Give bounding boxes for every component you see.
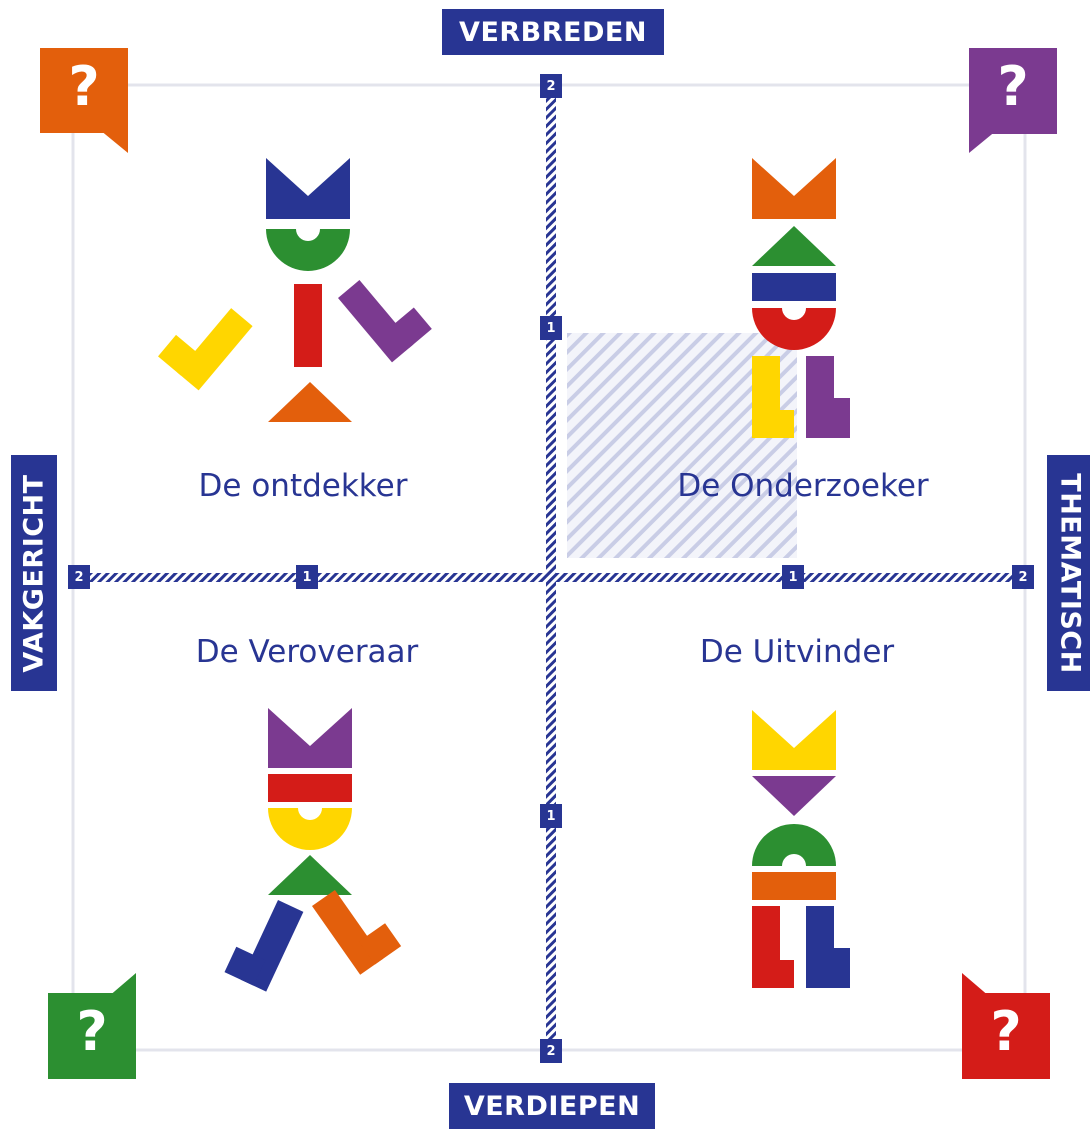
tick-top-outer: 2 [540,74,562,98]
figure-veroveraar [224,708,402,992]
axis-label-top-text: VERBREDEN [459,16,647,48]
axis-label-right-text: THEMATISCH [1054,472,1086,674]
question-icon-bottom-left: ? [76,1000,108,1063]
tick-right-inner: 1 [782,565,804,589]
quadrant-title-onderzoeker: De Onderzoeker [677,468,929,504]
axis-label-right: THEMATISCH [1047,455,1090,691]
tick-bottom-inner: 1 [540,804,562,828]
vertical-axis-line [546,86,556,1052]
question-icon-top-left: ? [68,55,100,118]
question-icon-top-right: ? [997,55,1029,118]
quadrant-title-ontdekker: De ontdekker [198,468,408,504]
axis-label-top: VERBREDEN [442,9,664,55]
horizontal-axis-line [78,573,1026,582]
axis-label-left: VAKGERICHT [11,455,57,691]
speech-bubble-bottom-right [962,973,1050,1079]
figure-ontdekker [158,158,432,422]
tick-top-inner: 1 [540,316,562,340]
quadrant-title-veroveraar: De Veroveraar [195,634,419,670]
question-icon-bottom-right: ? [990,1000,1022,1063]
axis-label-bottom: VERDIEPEN [449,1083,655,1129]
speech-bubble-top-left [40,48,128,153]
figure-onderzoeker [752,158,850,438]
speech-bubble-top-right [969,48,1057,153]
tick-right-outer: 2 [1012,565,1034,589]
axis-label-left-text: VAKGERICHT [18,473,50,673]
figure-uitvinder [752,710,850,988]
tick-left-inner: 1 [296,565,318,589]
tick-left-outer: 2 [68,565,90,589]
tick-bottom-outer: 2 [540,1039,562,1063]
axis-label-bottom-text: VERDIEPEN [463,1090,641,1122]
quadrant-title-uitvinder: De Uitvinder [699,634,895,670]
speech-bubble-bottom-left [48,973,136,1079]
